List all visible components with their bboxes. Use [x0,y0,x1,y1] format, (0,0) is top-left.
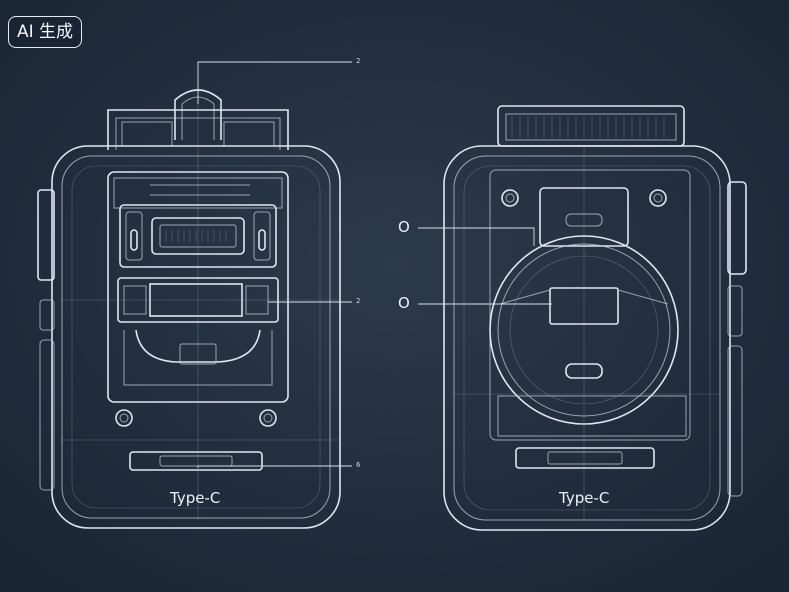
ai-generated-badge: AI 生成 [8,16,83,48]
type-c-port-label: Type-C [559,489,610,507]
callout-label: O [398,218,410,236]
left-device [37,61,352,529]
callout-label: 2 [356,57,361,65]
right-device [418,105,747,531]
callout-label: 6 [356,461,361,469]
type-c-port-label: Type-C [170,489,221,507]
callout-label: O [398,294,410,312]
callout-label: 2 [356,297,361,305]
